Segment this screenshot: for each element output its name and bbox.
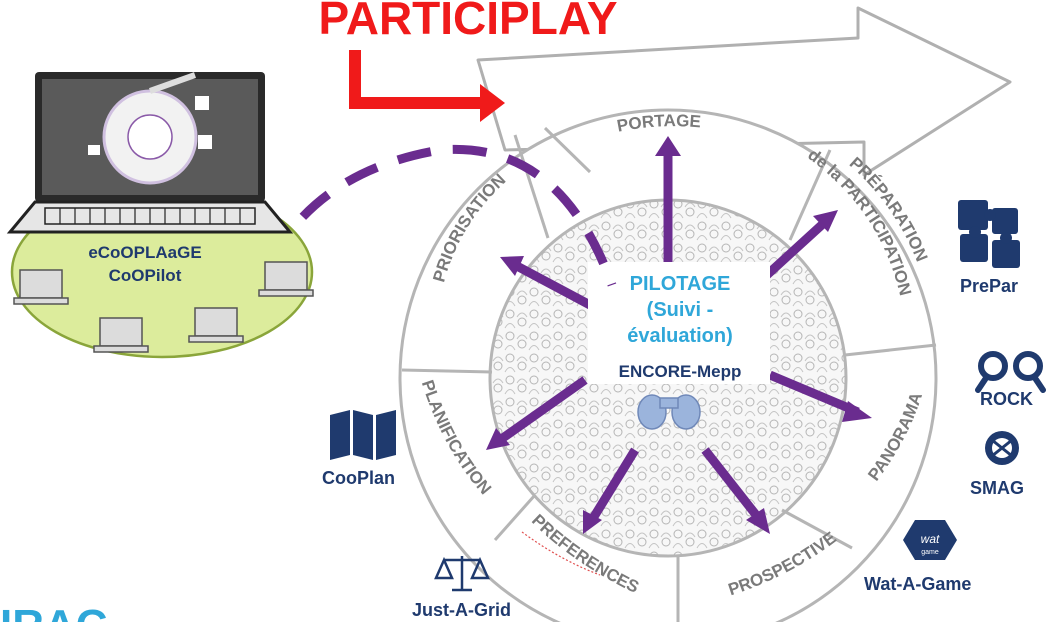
page-title: PARTICIPLAY <box>318 0 617 44</box>
laptop-icon <box>6 72 294 234</box>
puzzle-icon <box>958 200 1020 268</box>
svg-text:wat: wat <box>921 532 940 546</box>
center-title: PILOTAGE <box>630 273 731 295</box>
tool-label-watagame: Wat-A-Game <box>864 574 971 594</box>
logo-partial: IRAC <box>0 601 108 622</box>
binoculars-icon <box>637 394 701 430</box>
small-laptop-icons <box>13 261 314 353</box>
laptop-label-2: CoOPilot <box>109 266 182 285</box>
tool-label-rock: ROCK <box>980 389 1033 409</box>
center-tool: ENCORE-Mepp <box>619 362 742 381</box>
scales-icon <box>434 556 490 592</box>
map-icon <box>330 410 396 460</box>
svg-text:game: game <box>921 549 939 556</box>
tool-label-smag: SMAG <box>970 478 1024 498</box>
title-arrow <box>349 50 505 122</box>
tool-label-prepar: PrePar <box>960 276 1018 296</box>
rock-icon <box>975 351 1046 393</box>
center-subtitle-2: évaluation) <box>627 325 733 347</box>
ring-dividers <box>401 126 937 622</box>
tool-label-cooplan: CooPlan <box>322 468 395 488</box>
preferences-underline <box>521 531 601 576</box>
center-subtitle-1: (Suivi - <box>647 299 714 321</box>
center-box <box>588 262 770 384</box>
smag-icon <box>985 431 1019 465</box>
laptop-label-1: eCoOPLAaGE <box>88 243 201 262</box>
watagame-icon: wat game <box>903 520 957 560</box>
dashed-connector <box>266 144 617 287</box>
tool-label-justagrid: Just-A-Grid <box>412 600 511 620</box>
